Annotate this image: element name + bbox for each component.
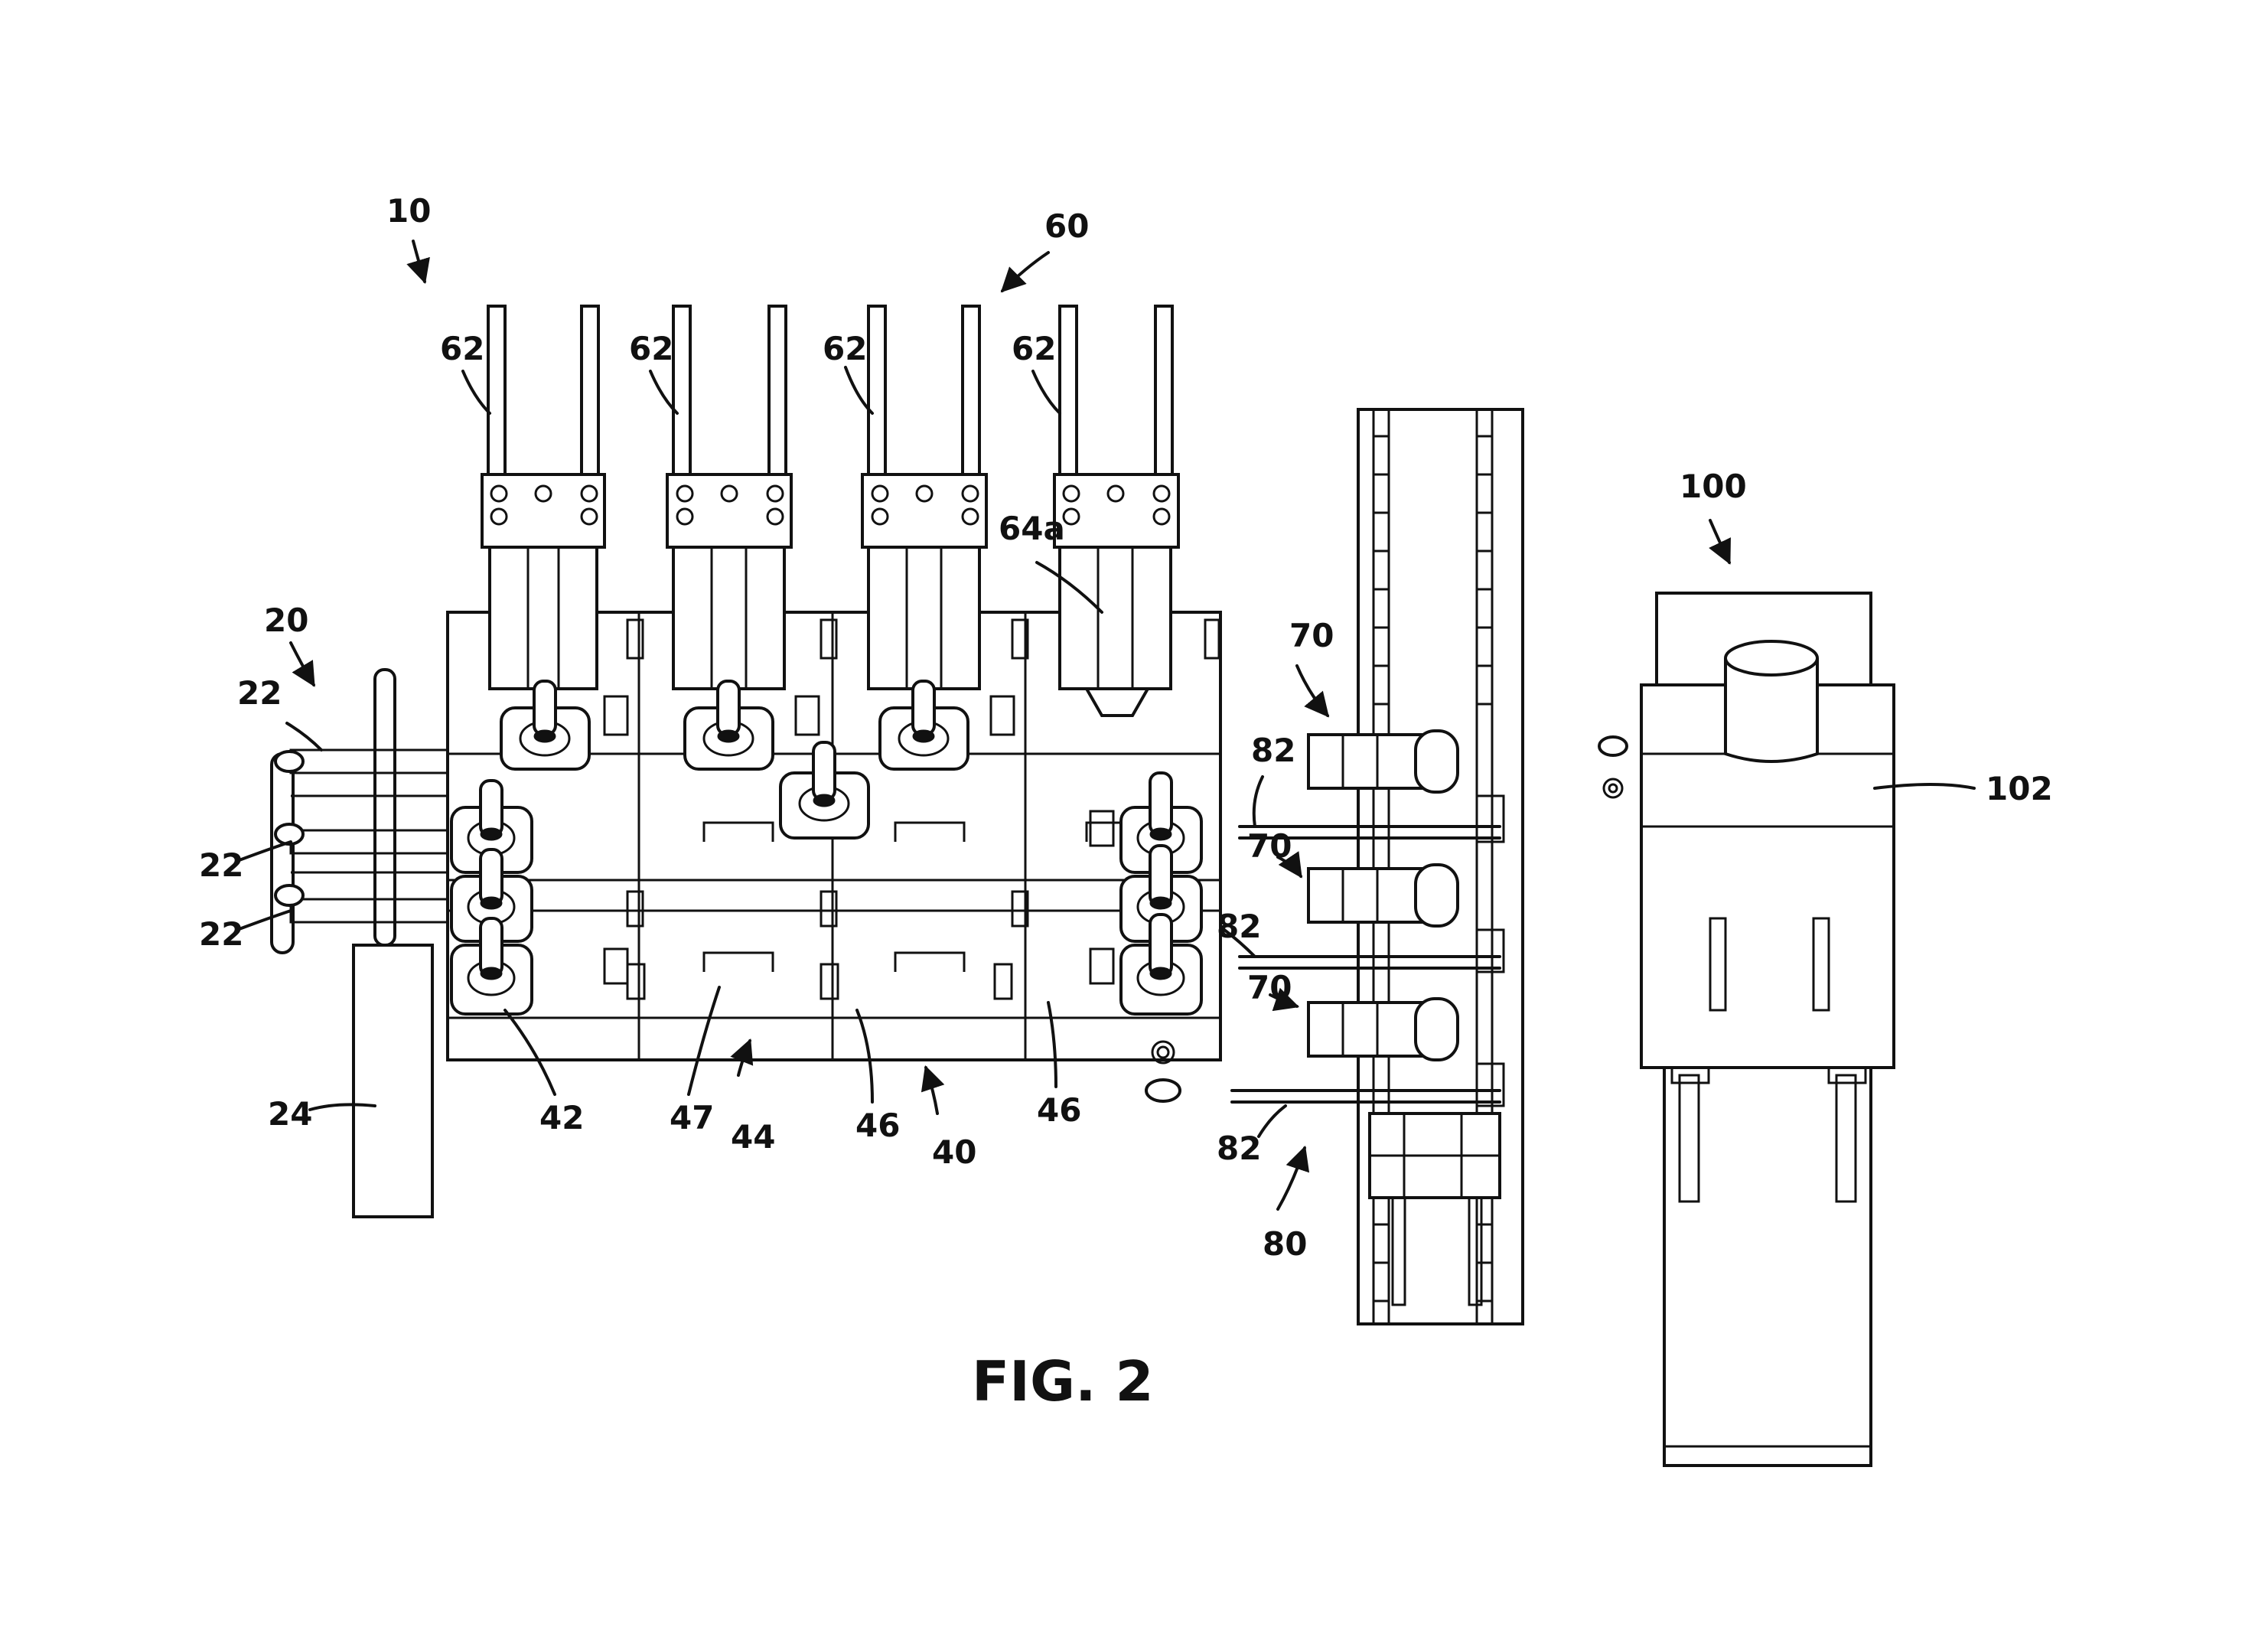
feeder-20 (270, 668, 449, 1218)
label-62-3: 62 (823, 330, 867, 367)
fastener-disc (1145, 1078, 1181, 1103)
label-20: 20 (264, 602, 308, 639)
leader-lines (236, 240, 1976, 1211)
gripper-62-3 (861, 305, 988, 690)
label-44: 44 (731, 1118, 775, 1156)
puck-right-2 (1119, 844, 1203, 943)
label-100: 100 (1680, 468, 1747, 505)
reference-labels: 10 60 62 62 62 62 64a 100 102 20 22 22 2… (199, 192, 2053, 1263)
label-62-2: 62 (629, 330, 673, 367)
puck-1 (500, 680, 591, 771)
actuator-24 (352, 944, 434, 1218)
label-82-3: 82 (1217, 1130, 1261, 1167)
label-22-2: 22 (199, 846, 243, 884)
label-22-1: 22 (237, 674, 282, 712)
label-46-2: 46 (1037, 1091, 1081, 1129)
label-62-1: 62 (440, 330, 484, 367)
label-10: 10 (386, 192, 431, 230)
chassis-pins (603, 618, 1220, 1000)
gripper-62-4 (1053, 305, 1180, 717)
conveyor-chain (1374, 435, 1492, 1303)
label-62-4: 62 (1012, 330, 1056, 367)
puck-right-3 (1119, 913, 1203, 1016)
label-80: 80 (1263, 1225, 1307, 1263)
label-40: 40 (932, 1133, 976, 1171)
puck-4 (779, 741, 870, 840)
puck-2 (683, 680, 774, 771)
gripper-assembly-60 (481, 305, 1180, 717)
pusher-70-2 (1238, 863, 1505, 973)
puck-left-3 (450, 917, 533, 1016)
gripper-62-2 (666, 305, 793, 690)
puck-left-1 (450, 779, 533, 874)
unit-100 (1598, 592, 1895, 1467)
cylinder-top (1724, 658, 1819, 763)
puck-3 (878, 680, 969, 771)
label-102: 102 (1986, 770, 2053, 807)
label-24: 24 (268, 1095, 312, 1133)
gripper-62-1 (481, 305, 606, 690)
label-70-1: 70 (1289, 617, 1334, 654)
puck-right-1 (1119, 771, 1203, 874)
label-46-1: 46 (855, 1107, 900, 1144)
conveyor-80 (1230, 408, 1524, 1325)
fastener-circle (1151, 1040, 1175, 1065)
pusher-70-1 (1238, 729, 1505, 843)
label-60: 60 (1044, 207, 1089, 245)
figure-caption: FIG. 2 (972, 1349, 1154, 1413)
label-64a: 64a (999, 510, 1065, 547)
label-22-3: 22 (199, 915, 243, 953)
label-47: 47 (670, 1099, 714, 1136)
label-82-2: 82 (1217, 908, 1261, 945)
label-70-2: 70 (1247, 827, 1292, 865)
label-42: 42 (539, 1099, 584, 1136)
containers (450, 680, 1203, 1016)
pusher-70-3 (1230, 997, 1505, 1107)
label-70-3: 70 (1247, 969, 1292, 1006)
gripper-jaw-64a (1083, 687, 1151, 717)
label-82-1: 82 (1251, 732, 1295, 769)
puck-left-2 (450, 848, 533, 943)
